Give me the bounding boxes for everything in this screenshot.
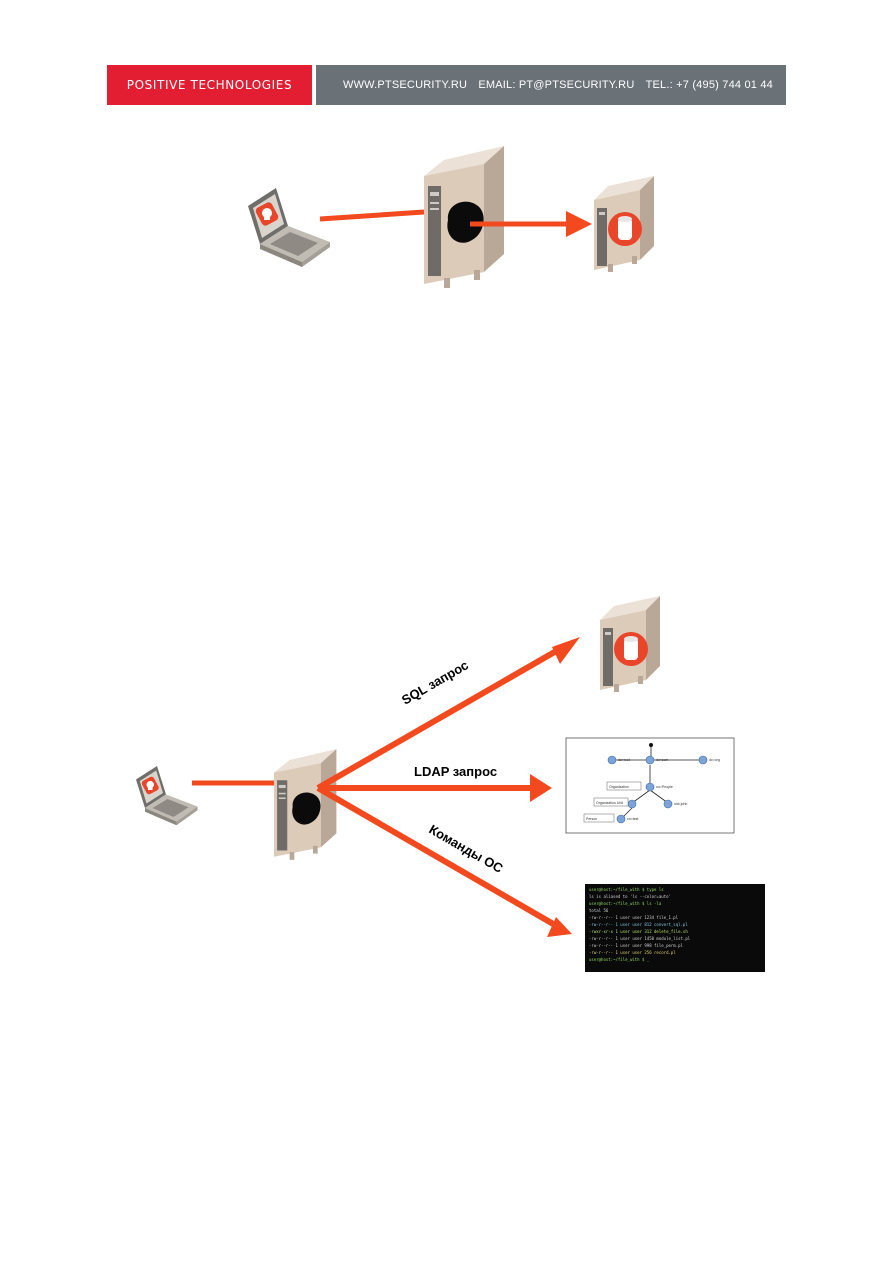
ldap-node-label: dc=org	[709, 758, 720, 762]
ldap-node-icon	[645, 782, 655, 792]
diagram-simple-attack	[248, 146, 654, 288]
sql-query-label: SQL запрос	[399, 657, 471, 707]
database-server-icon	[594, 176, 654, 272]
attacker-laptop-icon-2	[136, 766, 198, 826]
ldap-node-label: dc=root	[618, 758, 630, 762]
ldap-node-icon	[607, 755, 617, 765]
os-commands-label: Команды ОС	[427, 822, 507, 877]
terminal-line: user@host:~/file_with $ _	[589, 957, 650, 962]
terminal-line: -rw-r--r-- 1 user user 1450 module_list.…	[589, 936, 691, 941]
ldap-node-label: cn=test	[627, 817, 638, 821]
ldap-arrow-head-icon	[530, 774, 552, 802]
ldap-node-label: uid=john	[674, 802, 687, 806]
ldap-node-icon	[698, 755, 708, 765]
diagram-injection-types: SQL запрос LDAP запрос Команды ОС dc=roo…	[136, 596, 765, 972]
terminal-line: -rw-r--r-- 1 user user 998 file_perm.pl	[589, 943, 684, 948]
web-server-icon	[424, 146, 504, 288]
website-link[interactable]: WWW.PTSECURITY.RU	[343, 79, 468, 91]
os-arrow-head-icon	[547, 917, 572, 937]
ldap-box-label: Organization	[609, 785, 629, 789]
terminal-line: -rw-r--r-- 1 user user 812 convert_sql.p…	[589, 922, 688, 927]
terminal-line: -rw-r--r-- 1 user user 256 record.pl	[589, 950, 676, 955]
ldap-box-label: Person	[586, 817, 597, 821]
brand-logo: POSITIVE TECHNOLOGIES	[107, 65, 312, 105]
sql-arrow-head-icon	[552, 637, 580, 664]
sql-arrow-line	[316, 643, 567, 791]
terminal-line: -rw-r--r-- 1 user user 1234 file_1.pl	[589, 915, 679, 920]
page-header: POSITIVE TECHNOLOGIES WWW.PTSECURITY.RU …	[107, 65, 786, 105]
database-server-icon-2	[600, 596, 660, 692]
phone-number: TEL.: +7 (495) 744 01 44	[645, 79, 773, 91]
arrow-head-icon	[566, 211, 592, 237]
ldap-node-icon	[645, 755, 655, 765]
ldap-node-icon	[627, 799, 637, 809]
ldap-node-label: dc=com	[656, 758, 668, 762]
ldap-query-label: LDAP запрос	[414, 764, 497, 779]
ldap-node-label: ou=People	[656, 785, 673, 789]
terminal-line: -rwxr-xr-x 1 user user 312 delete_file.s…	[589, 929, 688, 934]
ldap-node-icon	[663, 799, 673, 809]
os-arrow-line	[316, 785, 557, 928]
ldap-box-label: Organization Unit	[596, 801, 623, 805]
ldap-node-icon	[616, 814, 626, 824]
terminal-panel: user@host:~/file_with $ type ls ls is al…	[585, 884, 765, 972]
terminal-line: user@host:~/file_with $ ls -la	[589, 901, 662, 906]
terminal-line: ls is aliased to 'ls --color=auto'	[589, 894, 671, 899]
email-link[interactable]: EMAIL: PT@PTSECURITY.RU	[478, 79, 635, 91]
contact-bar: WWW.PTSECURITY.RU EMAIL: PT@PTSECURITY.R…	[316, 65, 786, 105]
terminal-line: user@host:~/file_with $ type ls	[589, 887, 664, 892]
attack-arrow-line	[319, 209, 425, 222]
web-server-icon-2	[274, 749, 337, 860]
attacker-laptop-icon	[248, 188, 330, 267]
terminal-line: total 56	[589, 908, 609, 913]
ldap-tree-panel: dc=root dc=com dc=org ou=People uid=john…	[565, 737, 735, 834]
